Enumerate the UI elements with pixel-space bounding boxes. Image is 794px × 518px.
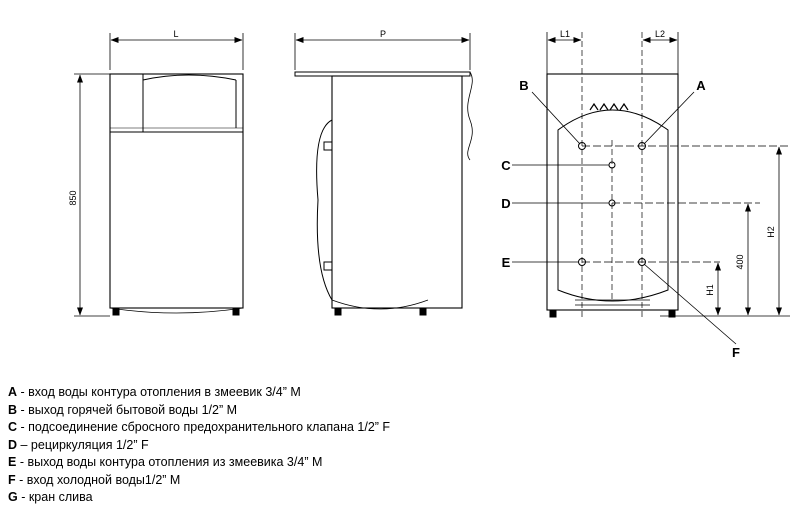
dimension-label-p: P (380, 29, 386, 39)
connection-b-circle (578, 142, 586, 150)
legend-item-a: A - вход воды контура отопления в змееви… (8, 384, 390, 402)
side-view: P (294, 29, 473, 316)
legend-letter: F (8, 472, 16, 487)
point-label-a: A (696, 78, 706, 93)
rear-view: L1 L2 B (501, 29, 790, 360)
connection-a-circle (638, 142, 646, 150)
legend-item-d: D – рециркуляция 1/2” F (8, 437, 390, 455)
legend-text: – рециркуляция 1/2” F (17, 437, 149, 452)
dimension-label-400: 400 (735, 254, 745, 269)
legend-item-b: B - выход горячей бытовой воды 1/2” M (8, 402, 390, 420)
legend-text: - подсоединение сбросного предохранитель… (17, 420, 391, 434)
connection-legend: A - вход воды контура отопления в змееви… (8, 384, 390, 507)
legend-text: - вход воды контура отопления в змеевик … (17, 385, 301, 399)
dimension-label-l2: L2 (655, 29, 665, 39)
technical-drawing: L 850 P (68, 29, 790, 360)
dimension-label-l1: L1 (560, 29, 570, 39)
legend-letter: A (8, 385, 18, 399)
connection-f-circle (638, 258, 646, 266)
dimension-label-l: L (173, 29, 178, 39)
legend-item-e: E - выход воды контура отопления из змее… (8, 454, 390, 472)
legend-letter: C (8, 420, 18, 434)
legend-text: - вход холодной воды1/2” M (15, 472, 181, 487)
legend-item-f: F - вход холодной воды1/2” M (8, 472, 390, 490)
legend-letter: G (8, 490, 18, 504)
legend-text: - выход горячей бытовой воды 1/2” M (17, 402, 238, 417)
legend-letter: D (8, 437, 18, 452)
front-view: L 850 (68, 29, 244, 317)
legend-letter: E (8, 455, 17, 469)
dimension-label-h1: H1 (705, 284, 715, 296)
point-label-f: F (732, 345, 740, 360)
point-label-c: C (501, 158, 511, 173)
legend-letter: B (8, 402, 18, 417)
dimension-label-h2: H2 (766, 226, 776, 238)
legend-item-g: G - кран слива (8, 489, 390, 507)
legend-text: - кран слива (17, 490, 93, 504)
point-label-e: E (502, 255, 511, 270)
legend-text: - выход воды контура отопления из змееви… (16, 455, 323, 469)
dimension-label-850: 850 (68, 190, 78, 205)
point-label-b: B (519, 78, 528, 93)
legend-item-c: C - подсоединение сбросного предохраните… (8, 419, 390, 437)
point-label-d: D (501, 196, 510, 211)
connection-e-circle (578, 258, 586, 266)
